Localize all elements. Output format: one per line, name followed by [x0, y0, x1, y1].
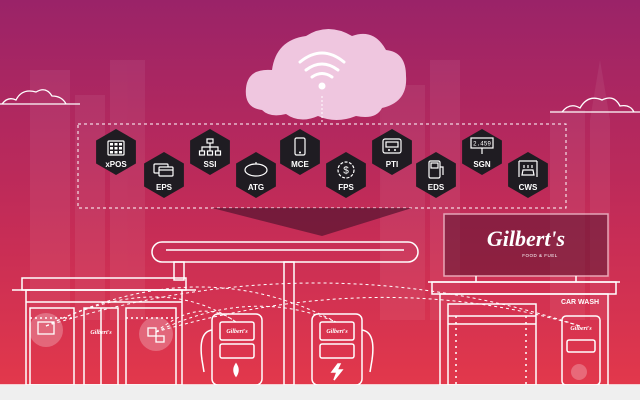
- price-sign-value: 2.459: [473, 141, 491, 148]
- system-node-eds: EDS: [416, 152, 456, 198]
- pump-2-brand: Gilbert's: [326, 329, 348, 335]
- funnel-shape: [212, 208, 412, 236]
- car-wash-icon: [518, 160, 538, 177]
- price-sign-icon: 2.459: [470, 137, 494, 154]
- outline-cloud-right: [550, 97, 640, 113]
- hexagon-shape: [236, 152, 276, 198]
- fuel-dispenser-icon: [428, 160, 444, 179]
- cloud-wifi: [245, 29, 407, 120]
- outline-cloud-left: [0, 89, 80, 105]
- svg-text:$: $: [343, 166, 349, 177]
- car-wash-label: CAR WASH: [561, 299, 599, 306]
- bottom-strip: [0, 385, 640, 400]
- fuel-tank-icon: [244, 162, 268, 177]
- register-glow-right: [139, 317, 173, 351]
- system-node-ssi: SSI: [190, 129, 230, 175]
- pump-display-icon: [382, 138, 402, 154]
- system-node-atg: ATG: [236, 152, 276, 198]
- mobile-phone-icon: [294, 137, 306, 156]
- network-tree-icon: [198, 138, 222, 156]
- system-label: ATG: [248, 183, 264, 192]
- payment-card-icon: [153, 163, 174, 177]
- city-skyline: [30, 60, 610, 320]
- carwash-brand: Gilbert's: [570, 326, 592, 332]
- billboard: [443, 213, 609, 282]
- system-label: SGN: [473, 160, 491, 169]
- connection-arcs: [45, 282, 581, 333]
- billboard-brand-name: Gilbert's: [487, 226, 565, 251]
- lightning-bolt-icon: [330, 363, 344, 381]
- system-label: PTI: [386, 160, 398, 169]
- carwash-glow: [571, 364, 587, 380]
- dollar-gear-icon: $: [337, 161, 355, 179]
- water-drop-icon: [233, 362, 239, 378]
- hexagon-shape: [190, 129, 230, 175]
- wifi-dot: [318, 82, 326, 90]
- system-label: EDS: [428, 183, 445, 192]
- system-node-fps: $ FPS: [326, 152, 366, 198]
- billboard-tagline: FOOD & FUEL: [522, 253, 558, 258]
- system-label: xPOS: [105, 160, 127, 169]
- register-glow-left: [29, 313, 63, 347]
- pos-terminal-icon: [107, 140, 125, 156]
- hexagon-shape: [416, 152, 456, 198]
- system-label: SSI: [204, 160, 217, 169]
- hexagon-shape: [326, 152, 366, 198]
- system-label: MCE: [291, 160, 309, 169]
- wifi-icon: [298, 51, 346, 79]
- system-label: FPS: [338, 183, 354, 192]
- hexagon-shape: [372, 129, 412, 175]
- store-door-sign: Gilbert's: [90, 330, 112, 336]
- pump-1-brand: Gilbert's: [226, 329, 248, 335]
- system-label: EPS: [156, 183, 173, 192]
- system-node-pti: PTI: [372, 129, 412, 175]
- system-node-mce: MCE: [280, 129, 320, 175]
- ground-structures: [0, 213, 640, 386]
- fuel-pump-2: [311, 313, 374, 386]
- system-label: CWS: [519, 183, 538, 192]
- system-node-xpos: xPOS: [96, 129, 136, 175]
- system-node-eps: EPS: [144, 152, 184, 198]
- system-node-cws: CWS: [508, 152, 548, 198]
